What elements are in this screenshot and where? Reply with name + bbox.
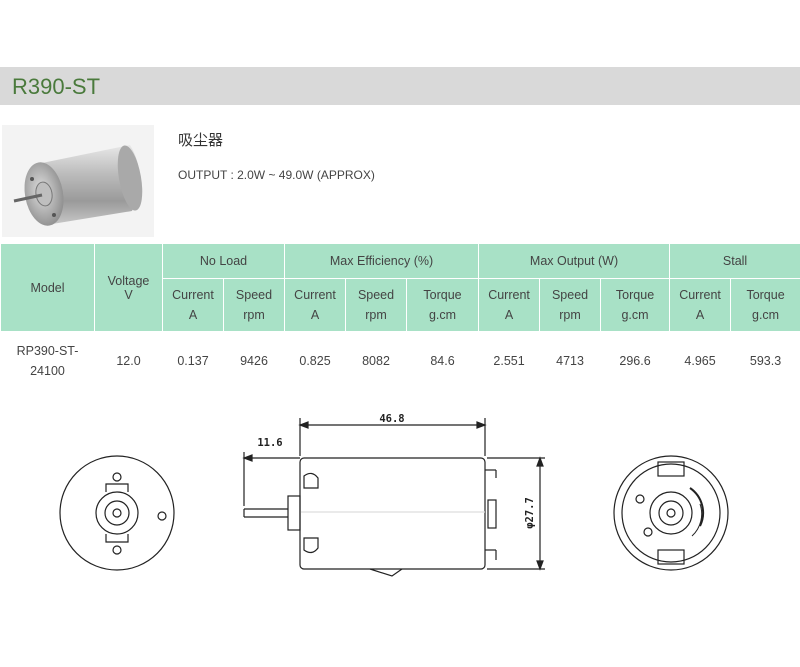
model-cell: RP390-ST-24100: [0, 331, 95, 390]
value-cell: 296.6: [600, 331, 670, 390]
rear-view: [613, 455, 729, 571]
table-row: RP390-ST-24100 12.0 0.137 9426 0.825 808…: [0, 331, 800, 390]
output-spec: OUTPUT : 2.0W ~ 49.0W (APPROX): [178, 168, 375, 182]
table-header-row-1: Model Voltage V No Load Max Efficiency (…: [0, 243, 800, 332]
value-cell: 593.3: [730, 331, 800, 390]
header-no-load: No Load: [161, 243, 286, 279]
value-cell: 12.0: [94, 331, 163, 390]
value-cell: 8082: [345, 331, 407, 390]
header-model: Model: [0, 243, 95, 332]
value-cell: 84.6: [406, 331, 479, 390]
header-voltage-label: Voltage: [107, 273, 150, 288]
value-cell: 4.965: [669, 331, 731, 390]
product-title: R390-ST: [12, 74, 101, 99]
product-photo: [2, 125, 154, 237]
technical-drawing: 46.8 11.6 φ27.7: [59, 413, 729, 577]
dimension-diameter-label: φ27.7: [524, 497, 536, 529]
value-cell: 2.551: [478, 331, 540, 390]
side-view: [242, 418, 545, 577]
header-stall: Stall: [669, 243, 800, 279]
header-max-efficiency: Max Efficiency (%): [284, 243, 480, 279]
specs-table: Model Voltage V No Load Max Efficiency (…: [0, 243, 800, 390]
front-view: [59, 455, 175, 571]
dimension-shaft-label: 11.6: [257, 437, 282, 449]
value-cell: 9426: [223, 331, 285, 390]
header-voltage-unit: V: [124, 287, 133, 302]
value-cell: 4713: [539, 331, 601, 390]
header-voltage: Voltage V: [94, 243, 163, 332]
motor-photo-image: [2, 125, 154, 237]
application-label: 吸尘器: [178, 132, 224, 149]
dimension-length-label: 46.8: [379, 413, 404, 425]
header-max-output: Max Output (W): [478, 243, 671, 279]
value-cell: 0.825: [284, 331, 346, 390]
value-cell: 0.137: [162, 331, 224, 390]
title-bar: R390-ST: [0, 67, 800, 105]
